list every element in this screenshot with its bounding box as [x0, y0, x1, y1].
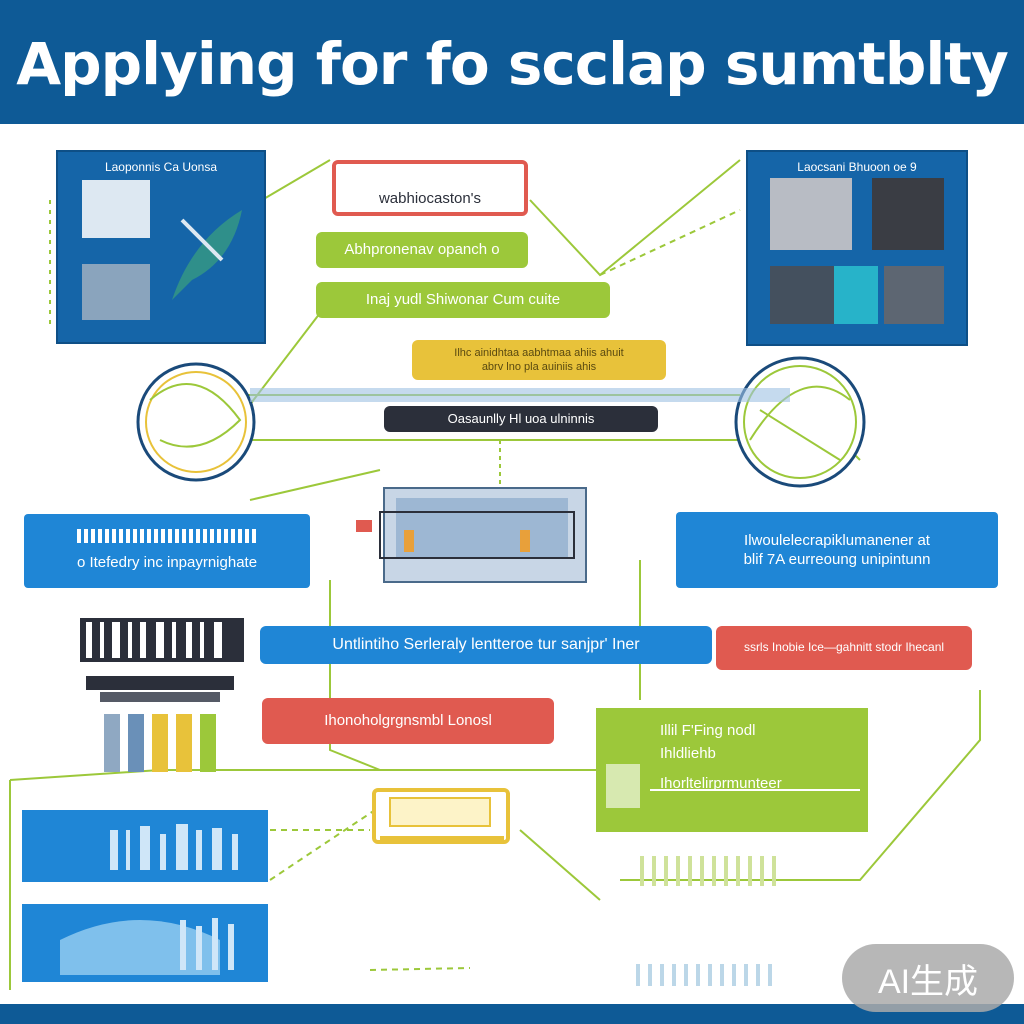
dark-bar-label: Oasaunlly Hl uoa ulninnis [447, 410, 595, 426]
ai-generated-badge: AI生成 [842, 944, 1014, 1012]
panel-right: Laocsani Bhuoon oe 9 [746, 150, 968, 346]
thumbnail-image [82, 264, 150, 320]
yellow-pill-line2: abrv lno pla auiniis ahis [481, 361, 597, 373]
blue-right-box: Ilwoulelecrapiklumanener at blif 7A eurr… [676, 512, 998, 588]
page-title: Applying for fo scclap sumtblty [16, 30, 1009, 98]
blue-right-line2: blif 7A eurreoung unipintunn [743, 551, 931, 568]
red-mid-label: Ihonoholgrgnsmbl Lonosl [324, 712, 492, 730]
green-pill-2: Inaj yudl Shiwonar Cum cuite [316, 282, 610, 318]
footer-bar [0, 1004, 1024, 1024]
blue-left-box: o Itefedry inc inpayrnighate [24, 514, 310, 588]
red-long-label: ssrls Inobie Ice—gahnitt stodr Ihecanl [743, 640, 945, 655]
green-pill-1: Abhpronenav opanch o [316, 232, 528, 268]
barcode-icon [77, 529, 257, 544]
blue-right-line1: Ilwoulelecrapiklumanener at [744, 531, 930, 549]
yellow-pill: Ilhc ainidhtaa aabhtmaa ahiis ahuit abrv… [412, 340, 666, 380]
thumbnail-image [834, 266, 878, 324]
panel-right-caption: Laocsani Bhuoon oe 9 [797, 160, 917, 174]
green-pill-1-label: Abhpronenav opanch o [344, 241, 500, 259]
blue-left-label: o Itefedry inc inpayrnighate [76, 554, 258, 572]
thumbnail-image [884, 266, 944, 324]
leaf-icon [172, 210, 242, 300]
green-box-line1: Illil F'Fing nodl [660, 722, 756, 739]
green-box-line2: Ihldliehb [660, 744, 716, 762]
panel-left-caption: Laoponnis Ca Uonsa [104, 160, 218, 174]
thumbnail-image [82, 180, 150, 238]
blue-long-label: Untlintiho Serleraly lentteroe tur sanjp… [332, 635, 640, 653]
thumbnail-image [770, 266, 834, 324]
green-box-text: Illil F'Fing nodl Ihldliehb Ihorltelirpr… [660, 720, 860, 810]
yellow-pill-line1: Ilhc ainidhtaa aabhtmaa ahiis ahuit [454, 346, 624, 359]
red-long-pill: ssrls Inobie Ice—gahnitt stodr Ihecanl [716, 626, 972, 670]
dark-bar: Oasaunlly Hl uoa ulninnis [384, 406, 658, 432]
red-top-label: wabhiocaston's [378, 189, 482, 207]
bag-icon [872, 178, 944, 250]
red-top-box: wabhiocaston's [332, 160, 528, 216]
red-mid-pill: Ihonoholgrgnsmbl Lonosl [262, 698, 554, 744]
blue-long-pill: Untlintiho Serleraly lentteroe tur sanjp… [260, 626, 712, 664]
green-pill-2-label: Inaj yudl Shiwonar Cum cuite [365, 291, 561, 309]
header-banner [0, 0, 1024, 124]
panel-left: Laoponnis Ca Uonsa [56, 150, 266, 344]
green-box-line3: Ihorltelirprmunteer [660, 775, 782, 792]
thumbnail-image [770, 178, 852, 250]
